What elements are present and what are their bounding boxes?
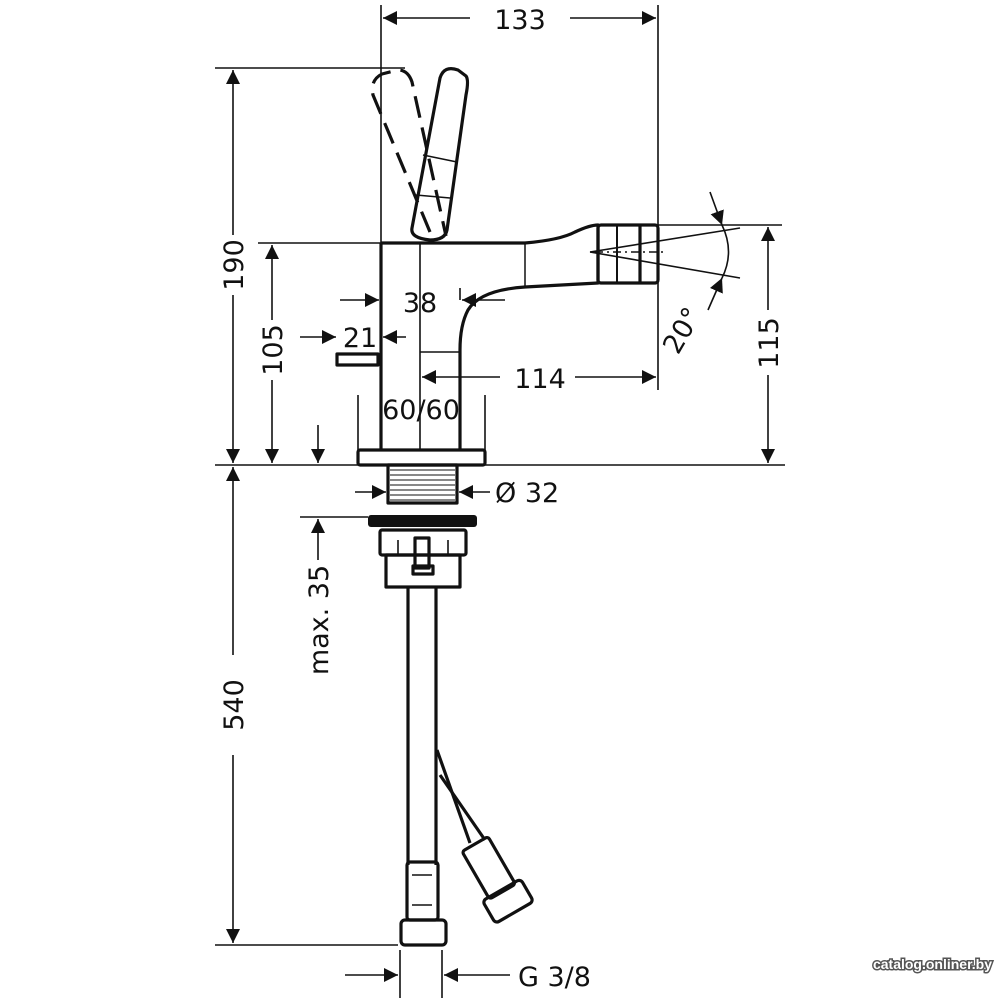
mounting-assembly	[368, 463, 477, 589]
extension-lines	[215, 5, 785, 998]
dim-60-60: 60/60	[382, 395, 460, 426]
dim-g-3-8: G 3/8	[518, 962, 591, 993]
supply-hoses	[399, 587, 534, 947]
dim-width-133: 133	[494, 5, 546, 36]
dim-height-105: 105	[258, 324, 289, 376]
dim-length-540: 540	[219, 679, 250, 731]
lever-handle	[370, 67, 470, 242]
dim-114: 114	[514, 364, 566, 395]
faucet-body	[335, 223, 660, 467]
watermark: catalog.onliner.by	[873, 956, 992, 972]
dim-max-35: max. 35	[304, 565, 335, 675]
dim-height-115: 115	[754, 317, 785, 369]
dim-height-190: 190	[219, 239, 250, 291]
dimension-lines	[226, 11, 775, 982]
dim-angle-20: 20°	[657, 302, 708, 359]
dim-diameter-32: Ø 32	[495, 478, 559, 509]
dim-38: 38	[403, 288, 437, 319]
dim-21: 21	[343, 323, 377, 354]
